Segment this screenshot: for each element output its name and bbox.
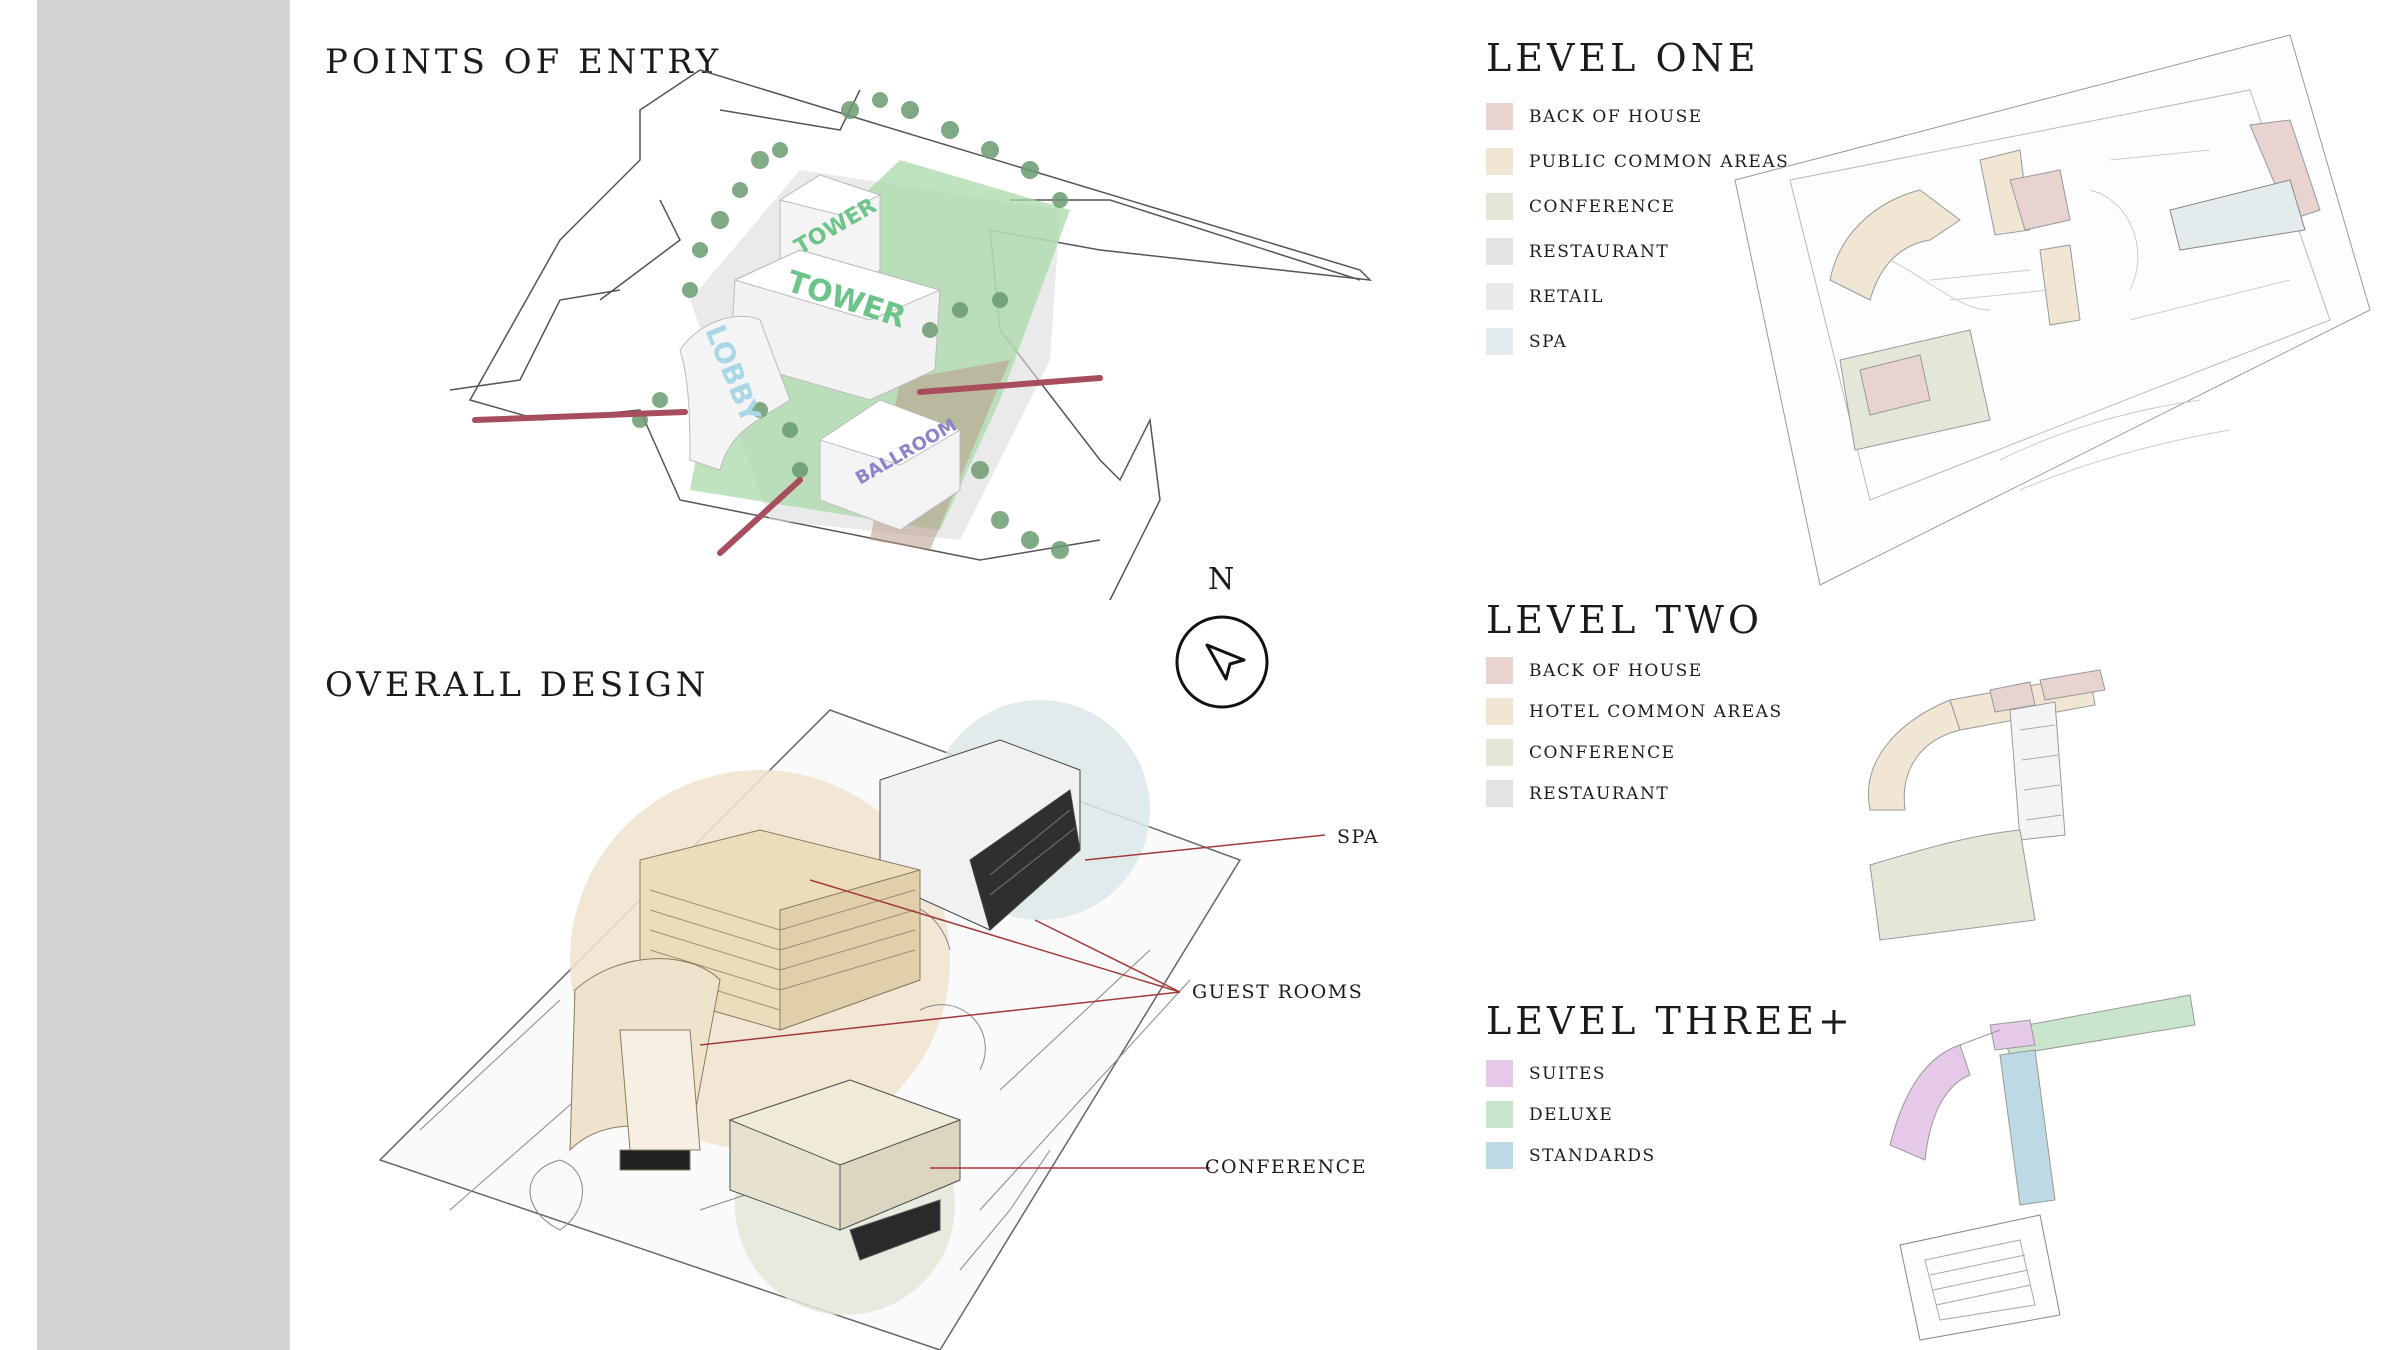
legend-swatch xyxy=(1486,698,1513,725)
legend-label: RETAIL xyxy=(1529,287,1604,307)
legend-label: RESTAURANT xyxy=(1529,784,1669,804)
legend-label: DELUXE xyxy=(1529,1105,1613,1125)
legend-swatch xyxy=(1486,283,1513,310)
legend-swatch xyxy=(1486,103,1513,130)
legend-label: CONFERENCE xyxy=(1529,197,1676,217)
legend-swatch xyxy=(1486,1101,1513,1128)
legend-swatch xyxy=(1486,739,1513,766)
legend-swatch xyxy=(1486,1142,1513,1169)
legend-label: BACK OF HOUSE xyxy=(1529,107,1703,127)
legend-label: SUITES xyxy=(1529,1064,1606,1084)
north-label: N xyxy=(1208,562,1234,597)
legend-label: RESTAURANT xyxy=(1529,242,1669,262)
guest-rooms-callout: GUEST ROOMS xyxy=(1192,981,1363,1003)
legend-swatch xyxy=(1486,657,1513,684)
legend-swatch xyxy=(1486,780,1513,807)
level-two-legend: BACK OF HOUSE HOTEL COMMON AREAS CONFERE… xyxy=(1486,650,1783,814)
level-one-title: LEVEL ONE xyxy=(1486,36,1760,80)
legend-swatch xyxy=(1486,238,1513,265)
legend-label: CONFERENCE xyxy=(1529,743,1676,763)
legend-label: BACK OF HOUSE xyxy=(1529,661,1703,681)
legend-swatch xyxy=(1486,193,1513,220)
overall-design-diagram xyxy=(0,650,1400,1350)
legend-item: SUITES xyxy=(1486,1053,1656,1094)
legend-item: BACK OF HOUSE xyxy=(1486,650,1783,691)
legend-item: DELUXE xyxy=(1486,1094,1656,1135)
level-two-title: LEVEL TWO xyxy=(1486,598,1763,642)
conference-callout: CONFERENCE xyxy=(1205,1156,1367,1178)
level-one-plan xyxy=(1730,30,2390,590)
level-three-title: LEVEL THREE+ xyxy=(1486,999,1854,1043)
legend-label: HOTEL COMMON AREAS xyxy=(1529,702,1783,722)
legend-label: STANDARDS xyxy=(1529,1146,1656,1166)
legend-swatch xyxy=(1486,148,1513,175)
legend-item: STANDARDS xyxy=(1486,1135,1656,1176)
legend-swatch xyxy=(1486,1060,1513,1087)
points-of-entry-diagram: TOWER TOWER LOBBY BALLROOM xyxy=(0,0,1400,600)
legend-swatch xyxy=(1486,328,1513,355)
legend-item: CONFERENCE xyxy=(1486,732,1783,773)
legend-label: SPA xyxy=(1529,332,1567,352)
level-three-plan xyxy=(1870,985,2210,1345)
legend-item: HOTEL COMMON AREAS xyxy=(1486,691,1783,732)
level-two-plan xyxy=(1840,630,2160,950)
level-three-legend: SUITES DELUXE STANDARDS xyxy=(1486,1053,1656,1176)
legend-item: RESTAURANT xyxy=(1486,773,1783,814)
spa-callout: SPA xyxy=(1337,826,1379,848)
